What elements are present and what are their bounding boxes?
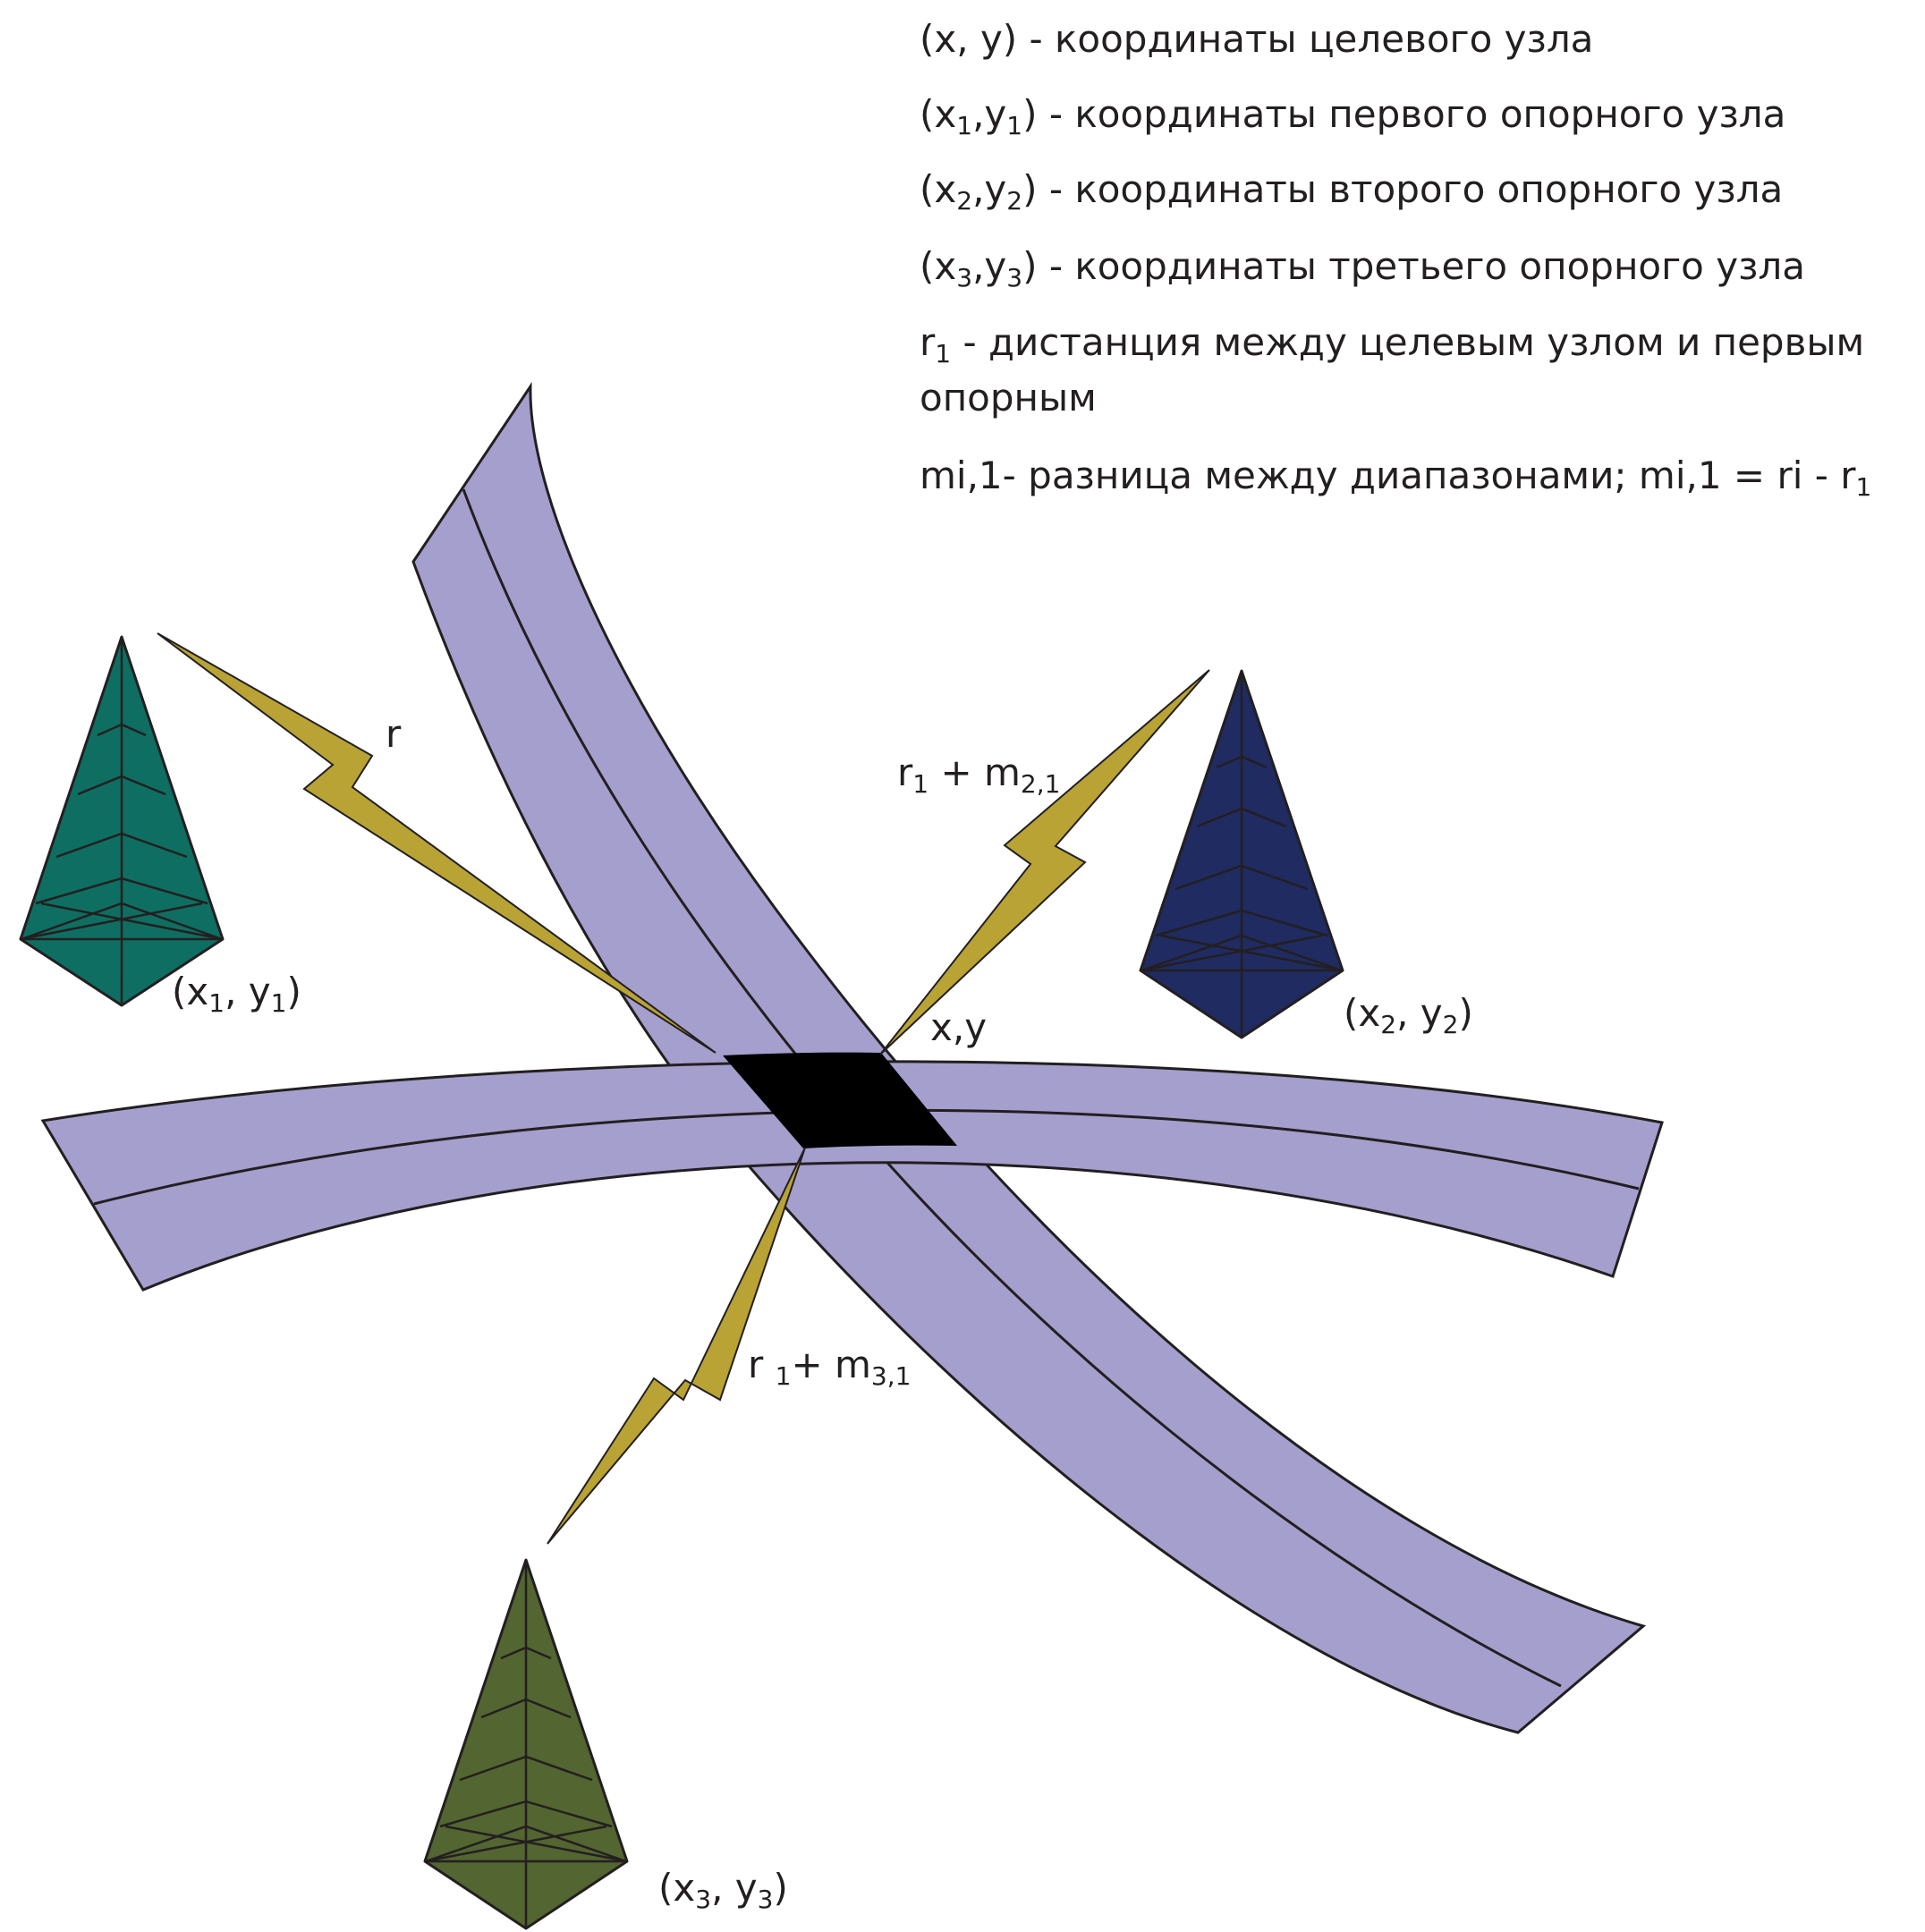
label-text: , y (1396, 991, 1443, 1035)
legend-text: (x, y) - координаты целевого узла (920, 17, 1594, 61)
signal-label-3: r 1+ m3,1 (748, 1343, 911, 1389)
subscript: 1 (775, 1361, 792, 1391)
target-node-label: x,y (930, 1009, 987, 1046)
label-text: ) (286, 970, 301, 1013)
subscript: 1 (935, 339, 952, 369)
signal-lightning-2-icon (879, 669, 1210, 1055)
subscript: 2 (1380, 1010, 1397, 1039)
label-text: r (897, 750, 913, 794)
label-text: x,y (930, 1005, 988, 1049)
signal-label-2: r1 + m2,1 (897, 754, 1060, 797)
legend-text: ) - координаты второго опорного узла (1022, 167, 1784, 211)
label-text: (x (1344, 991, 1381, 1035)
legend-text: mi,1- разница между диапазонами; mi,1 = … (920, 453, 1856, 497)
label-text: (x (658, 1866, 696, 1910)
subscript: 2 (1442, 1010, 1459, 1039)
legend-text: ) - координаты первого опорного узла (1022, 92, 1786, 136)
label-text: + m (929, 750, 1021, 794)
legend-text: (x (920, 92, 957, 136)
subscript: 2 (1006, 186, 1023, 216)
label-text: + m (791, 1343, 871, 1386)
legend-ref-node-1: (x1,y1) - координаты первого опорного уз… (920, 88, 1785, 141)
subscript: 1 (1006, 111, 1023, 140)
legend-text: ,y (972, 92, 1007, 136)
label-text: r (748, 1343, 776, 1386)
subscript: 3 (695, 1885, 712, 1914)
intersection-region (723, 1052, 957, 1148)
subscript: 3 (757, 1885, 774, 1914)
legend-text: ) - координаты третьего опорного узла (1022, 244, 1805, 288)
legend-text: r (920, 320, 936, 364)
subscript: 3 (1006, 263, 1023, 292)
label-text: ) (1458, 991, 1473, 1035)
legend-text: (x (920, 244, 957, 288)
tower-3-icon (423, 1558, 629, 1930)
legend-ref-node-3: (x3,y3) - координаты третьего опорного у… (920, 240, 1805, 293)
range-band-diagonal (411, 381, 1647, 1734)
legend-ref-node-2: (x2,y2) - координаты второго опорного уз… (920, 163, 1783, 216)
subscript: 1 (208, 988, 225, 1018)
legend-text: ,y (972, 167, 1007, 211)
label-text: , y (711, 1866, 758, 1910)
label-text: ) (773, 1866, 788, 1910)
node-3-label: (x3, y3) (658, 1866, 788, 1912)
label-text: , y (225, 970, 271, 1013)
legend-range-difference: mi,1- разница между диапазонами; mi,1 = … (920, 449, 1871, 503)
label-text: r (386, 712, 402, 756)
tower-1-icon (19, 635, 225, 1007)
node-1-label: (x1, y1) (172, 970, 301, 1016)
legend-distance-r1: r1 - дистанция между целевым узлом и пер… (920, 315, 1886, 426)
legend-text: (x (920, 167, 957, 211)
subscript: 1 (1855, 472, 1872, 502)
label-text: (x (172, 970, 209, 1013)
tower-2-icon (1139, 669, 1344, 1039)
subscript: 3,1 (870, 1361, 912, 1391)
legend-text: - дистанция между целевым узлом и первым… (920, 320, 1865, 419)
signal-lightning-1-icon (157, 632, 717, 1054)
subscript: 1 (912, 769, 929, 799)
subscript: 2 (956, 186, 973, 216)
legend-text: ,y (972, 244, 1007, 288)
legend-target-node: (x, y) - координаты целевого узла (920, 13, 1593, 66)
signal-label-r: r (386, 716, 401, 753)
subscript: 3 (956, 263, 973, 292)
subscript: 1 (956, 111, 973, 140)
subscript: 1 (270, 988, 287, 1018)
signal-lightning-3-icon (547, 1147, 806, 1545)
node-2-label: (x2, y2) (1344, 995, 1473, 1038)
subscript: 2,1 (1020, 769, 1061, 799)
